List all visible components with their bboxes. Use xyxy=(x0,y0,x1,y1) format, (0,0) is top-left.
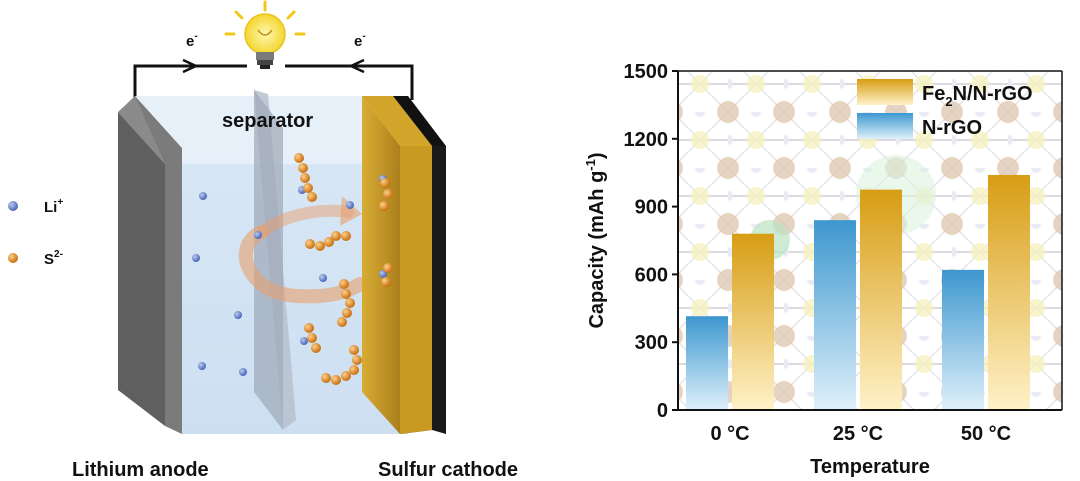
sulfur-atom xyxy=(331,375,341,385)
sulfur-atom xyxy=(303,183,313,193)
sulfur-atom xyxy=(381,277,391,287)
sulfur-atom xyxy=(337,317,347,327)
electron-arrow-left xyxy=(182,58,199,74)
y-tick-label-0: 0 xyxy=(657,400,668,422)
lithium-ion-legend-label: Li+ xyxy=(44,197,63,216)
lithium-ion xyxy=(199,192,207,200)
electron-label-right: e- xyxy=(354,31,366,50)
sulfur-atom xyxy=(298,163,308,173)
lithium-ion xyxy=(192,254,200,262)
x-tick-label-2: 50 °C xyxy=(961,423,1011,445)
electron-arrow-right xyxy=(348,58,365,74)
sulfur-atom xyxy=(383,263,393,273)
sulfur-atom xyxy=(305,239,315,249)
sulfur-atom xyxy=(300,173,310,183)
lithium-ion-legend-icon xyxy=(8,201,18,211)
x-axis-label: Temperature xyxy=(810,456,930,478)
sulfur-atom xyxy=(349,345,359,355)
sulfur-atom xyxy=(307,192,317,202)
polysulfide-chains xyxy=(294,153,393,385)
sulfur-atom xyxy=(315,241,325,251)
anode-label: Lithium anode xyxy=(72,459,209,481)
sulfur-atom xyxy=(311,343,321,353)
lithium-ion xyxy=(198,362,206,370)
plot-area xyxy=(678,71,1062,410)
sulfur-atom xyxy=(345,298,355,308)
sulfur-atom xyxy=(324,237,334,247)
sulfur-atom xyxy=(383,189,393,199)
lithium-ion xyxy=(234,311,242,319)
sulfur-legend-icon xyxy=(8,253,18,263)
sulfur-atom xyxy=(342,308,352,318)
sulfur-atom xyxy=(339,279,349,289)
background-atom xyxy=(750,220,790,260)
lithium-ion xyxy=(239,368,247,376)
y-tick-label-1200: 1200 xyxy=(624,129,669,151)
y-axis-label: Capacity (mAh g-1) xyxy=(583,152,608,328)
sulfur-atom xyxy=(352,355,362,365)
sulfur-atom xyxy=(304,323,314,333)
legend-swatch-0 xyxy=(857,79,913,105)
sulfur-atom xyxy=(341,371,351,381)
sulfur-atom xyxy=(307,333,317,343)
bar-n-rgo-1 xyxy=(814,220,856,410)
separator-membrane xyxy=(254,90,296,430)
sulfur-atom xyxy=(349,365,359,375)
separator-label: separator xyxy=(222,110,313,132)
x-tick-label-0: 0 °C xyxy=(710,423,749,445)
x-tick-label-1: 25 °C xyxy=(833,423,883,445)
bar-fe2n-n-rgo-0 xyxy=(732,233,774,410)
sulfur-atom xyxy=(341,289,351,299)
sulfur-legend-label: S2- xyxy=(44,249,63,268)
sulfur-atom xyxy=(294,153,304,163)
sulfur-atom xyxy=(341,231,351,241)
sulfur-atom xyxy=(379,201,389,211)
light-bulb-icon xyxy=(224,0,306,69)
lithium-ion xyxy=(319,274,327,282)
y-tick-label-1500: 1500 xyxy=(624,61,669,83)
electron-label-left: e- xyxy=(186,31,198,50)
battery-schematic: e- e- xyxy=(8,0,518,481)
cathode-label: Sulfur cathode xyxy=(378,459,518,481)
legend-label-0: Fe2N/N-rGO xyxy=(922,83,1033,109)
y-tick-label-300: 300 xyxy=(635,332,668,354)
y-tick-label-900: 900 xyxy=(635,197,668,219)
legend-label-1: N-rGO xyxy=(922,117,982,139)
y-tick-label-600: 600 xyxy=(635,264,668,286)
bar-n-rgo-2 xyxy=(942,269,984,410)
sulfur-atom xyxy=(321,373,331,383)
schematic-legend: Li+ S2- xyxy=(8,197,63,268)
sulfur-cathode xyxy=(362,96,446,434)
legend-swatch-1 xyxy=(857,113,913,139)
bar-n-rgo-0 xyxy=(686,316,728,410)
lithium-ions xyxy=(192,175,387,376)
lithium-anode xyxy=(118,96,182,434)
lithium-ion xyxy=(346,201,354,209)
plot-background-lattice xyxy=(678,71,1062,410)
sulfur-atom xyxy=(331,231,341,241)
bar-fe2n-n-rgo-2 xyxy=(988,174,1030,410)
background-orbital xyxy=(856,155,936,235)
lithium-ion xyxy=(300,337,308,345)
lithium-ion xyxy=(254,231,262,239)
bar-fe2n-n-rgo-1 xyxy=(860,189,902,410)
sulfur-atom xyxy=(380,178,390,188)
